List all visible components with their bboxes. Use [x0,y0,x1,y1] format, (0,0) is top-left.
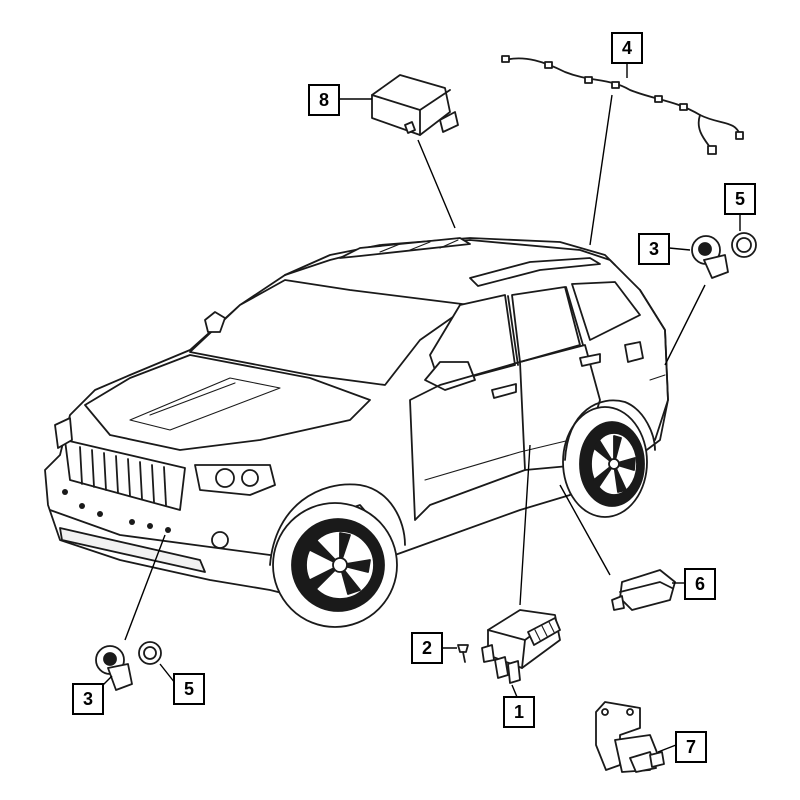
callout-8: 8 [308,84,340,116]
callout-7: 7 [675,731,707,763]
wiring-harness-icon [501,55,744,155]
callout-6: 6 [684,568,716,600]
park-assist-sensor-icon [95,645,133,691]
callout-5-lower: 5 [173,673,205,705]
front-wheel [272,502,398,628]
callout-5-upper: 5 [724,183,756,215]
svg-text:2: 2 [422,638,432,658]
svg-text:5: 5 [735,189,745,209]
svg-text:6: 6 [695,574,705,594]
callout-3-lower: 3 [72,683,104,715]
callout-1: 1 [503,696,535,728]
mount-bracket-icon [595,701,665,773]
side-module-icon [611,569,676,611]
svg-text:3: 3 [649,239,659,259]
sensor-gasket-ring-icon [138,641,162,665]
svg-text:4: 4 [622,38,632,58]
callout-3-upper: 3 [638,233,670,265]
svg-text:8: 8 [319,90,329,110]
callout-4: 4 [611,32,643,64]
leader-lines [102,62,741,753]
svg-text:1: 1 [514,702,524,722]
callout-2: 2 [411,632,443,664]
control-module-icon [371,74,459,136]
screw-icon [457,644,469,663]
sensor-gasket-ring-icon [731,232,757,258]
svg-text:5: 5 [184,679,194,699]
rear-wheel [562,406,648,518]
park-assist-sensor-icon [691,235,729,279]
vehicle-illustration [44,237,669,628]
svg-text:3: 3 [83,689,93,709]
svg-text:7: 7 [686,737,696,757]
bracket-module-icon [481,609,561,684]
bumper-sensor-holes [62,489,171,533]
